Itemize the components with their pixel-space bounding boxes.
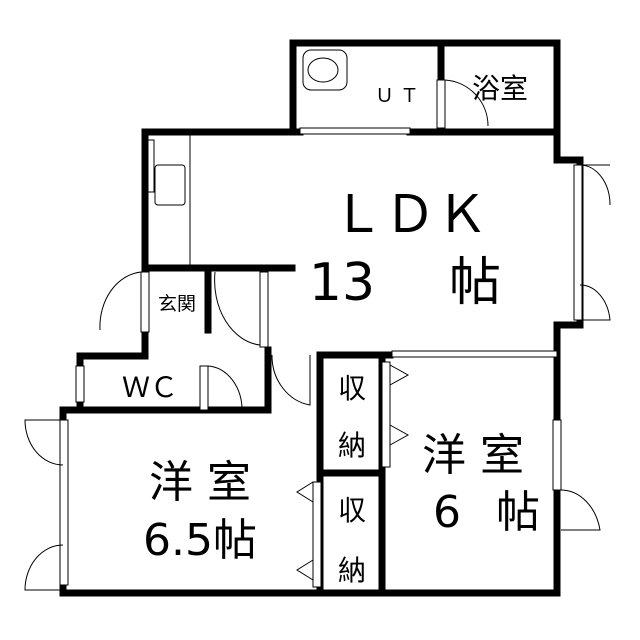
window-western-left: [59, 419, 69, 586]
doors[interactable]: [24, 79, 611, 591]
room-label-wc: ＷＣ: [122, 371, 178, 404]
washbasin-bowl: [307, 57, 339, 83]
storage-label-2b: 納: [338, 554, 366, 587]
room-size-western-right-unit: 帖: [496, 487, 540, 538]
room-label-western-right: 洋 室: [422, 430, 524, 481]
washbasin-icon: [302, 49, 348, 91]
room-size-ldk-number: 13: [309, 253, 375, 313]
room-size-ldk-unit: 帖: [449, 253, 501, 313]
window-ldk: [573, 164, 583, 321]
room-label-ldk: ＬＤＫ: [332, 185, 488, 245]
storage-label-2a: 収: [338, 494, 366, 527]
sliding-door-western-right[interactable]: [391, 350, 558, 358]
room-label-entrance: 玄関: [158, 293, 196, 315]
room-label-western-left: 洋 室: [149, 457, 251, 508]
room-label-bath: 浴室: [472, 72, 528, 105]
room-size-western-right-number: 6: [433, 487, 461, 538]
storage-label-1a: 収: [338, 372, 366, 405]
room-size-western-left: 6.5帖: [143, 515, 257, 566]
room-label-ut: Ｕ Ｔ: [375, 85, 419, 107]
window-western-right: [552, 419, 562, 491]
storage-label-1b: 納: [338, 429, 366, 462]
kitchen-sink-icon: [154, 164, 186, 206]
sliding-door-ut[interactable]: [299, 127, 411, 135]
walls: [59, 39, 584, 597]
window-wc: [75, 365, 85, 403]
